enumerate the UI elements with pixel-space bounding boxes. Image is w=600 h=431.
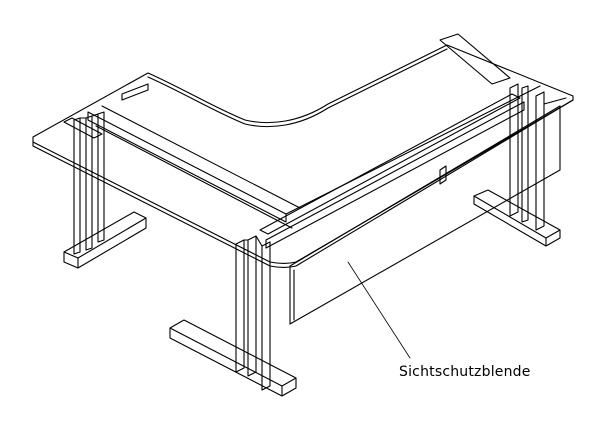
left-leg-frame <box>63 111 147 269</box>
callout-leader-line <box>347 261 411 359</box>
corner-leg-frame <box>169 235 297 397</box>
callout-label-sichtschutzblende: Sichtschutzblende <box>399 364 531 380</box>
desk-top <box>32 44 574 269</box>
right-wing-rails <box>259 33 541 249</box>
left-wing-rails <box>63 83 301 229</box>
privacy-screen-panel <box>289 105 561 325</box>
right-leg-frame <box>473 83 567 247</box>
